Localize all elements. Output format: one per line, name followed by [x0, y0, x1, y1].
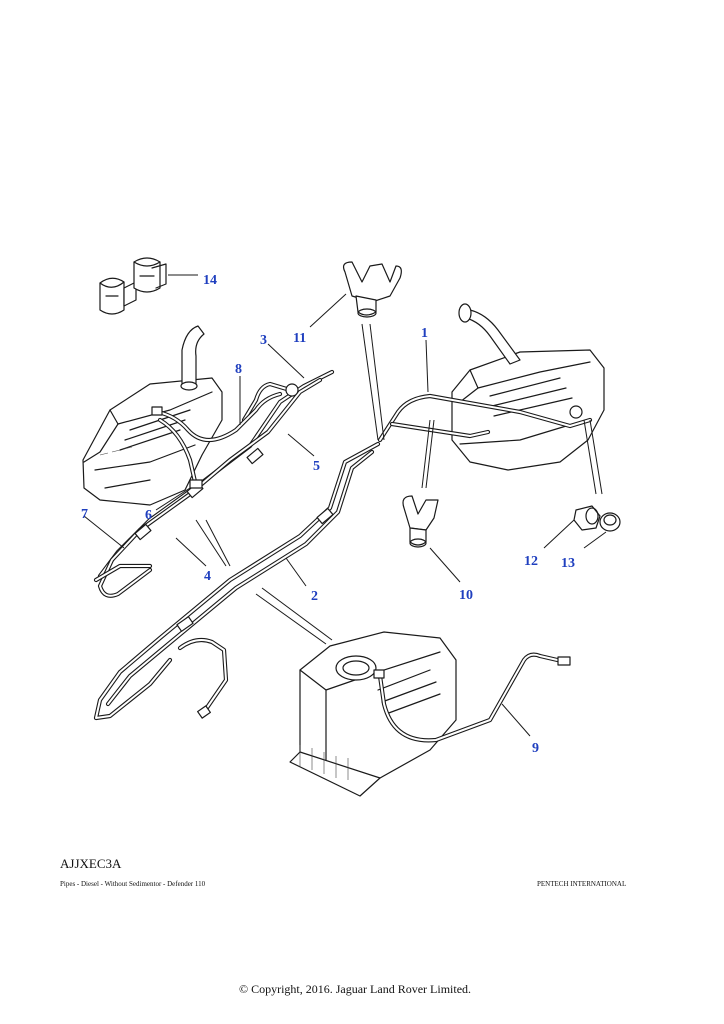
callout-2: 2: [311, 589, 318, 604]
fuel-pipe-part-1: [377, 393, 593, 443]
copyright-notice: © Copyright, 2016. Jaguar Land Rover Lim…: [238, 982, 472, 996]
diagram-code: AJJXEC3A: [60, 856, 122, 871]
callout-12: 12: [524, 554, 538, 569]
fuel-pipe-part-2: [93, 441, 381, 721]
fuel-pipe-part-6: [157, 417, 203, 489]
publisher-name: PENTECH INTERNATIONAL: [537, 880, 627, 888]
fuel-pipe-part-9: [373, 652, 571, 743]
callout-7: 7: [81, 507, 88, 522]
callout-13: 13: [561, 556, 575, 571]
pipe-clip-part-10: [402, 495, 439, 548]
pipe-clip-part-14: [99, 257, 167, 315]
callout-4: 4: [204, 569, 211, 584]
diagram-caption: Pipes - Diesel - Without Sedimentor - De…: [60, 880, 206, 888]
right-fuel-tank: [451, 303, 605, 471]
callout-6: 6: [145, 508, 152, 523]
fuel-pipe-part-8: [151, 391, 283, 443]
callout-14: 14: [203, 273, 217, 288]
fuel-pipe-part-7: [93, 563, 153, 583]
grommet-part-12: [573, 505, 601, 531]
fuel-pipe-part-4: [97, 377, 323, 598]
left-fuel-tank: [82, 325, 223, 506]
callout-1: 1: [421, 326, 428, 341]
callout-8: 8: [235, 362, 242, 377]
callout-3: 3: [260, 333, 267, 348]
callout-11: 11: [293, 331, 306, 346]
leader-lines: [83, 274, 607, 737]
cap-part-13: [599, 512, 621, 532]
callout-9: 9: [532, 741, 539, 756]
pipe-clip-part-11: [342, 261, 402, 318]
lower-fuel-tank: [289, 631, 457, 797]
callout-5: 5: [313, 459, 320, 474]
callout-10: 10: [459, 588, 473, 603]
